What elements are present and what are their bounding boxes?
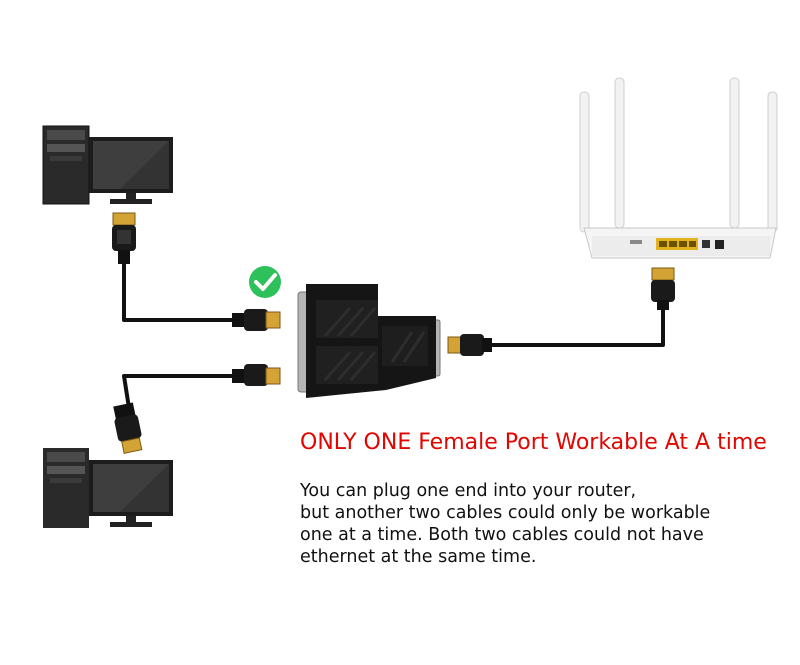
ethernet-plug-icon — [447, 334, 492, 356]
rj45-splitter-icon — [297, 284, 441, 398]
description-text: You can plug one end into your router, b… — [300, 480, 780, 568]
ethernet-cables — [122, 262, 665, 409]
description-line: one at a time. Both two cables could not… — [300, 525, 704, 545]
ethernet-plug-icon — [232, 364, 281, 386]
ethernet-plug-icon — [232, 309, 281, 331]
desktop-computer-icon — [42, 125, 173, 205]
description-line: ethernet at the same time. — [300, 547, 537, 567]
ethernet-plug-icon — [651, 267, 675, 310]
description-line: but another two cables could only be wor… — [300, 503, 711, 523]
description-line: You can plug one end into your router, — [300, 481, 637, 501]
ethernet-plug-icon — [112, 212, 136, 264]
checkmark-icon — [249, 266, 281, 298]
desktop-computer-icon — [43, 448, 173, 528]
router-icon — [579, 77, 778, 259]
ethernet-plug-icon — [113, 402, 143, 454]
headline-text: ONLY ONE Female Port Workable At A time — [300, 430, 767, 455]
